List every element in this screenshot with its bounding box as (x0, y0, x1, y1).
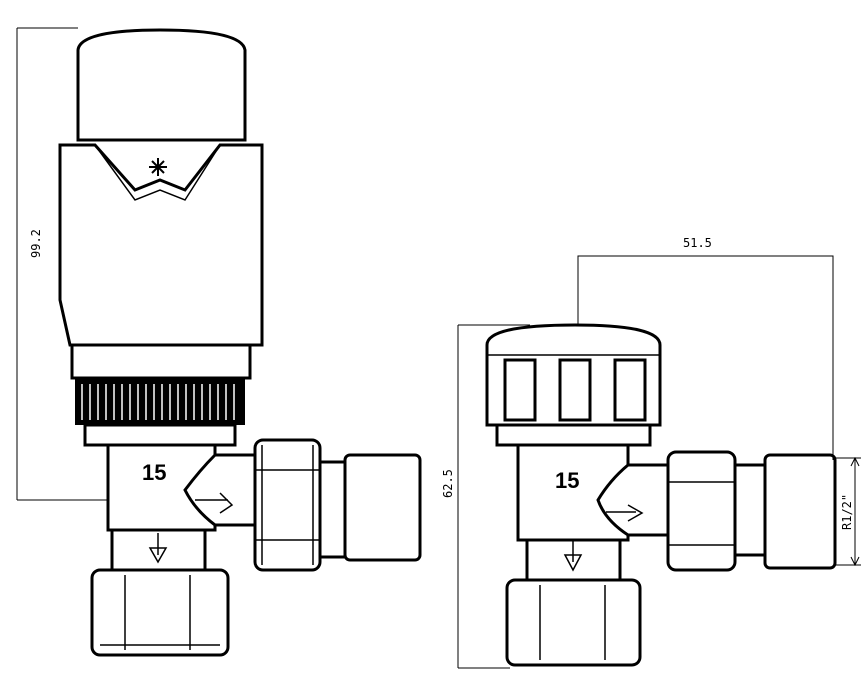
lockshield-valve: 15 (485, 323, 837, 667)
collar (495, 423, 652, 447)
tail-pipe (763, 453, 837, 570)
thermostatic-head (58, 143, 264, 347)
side-outlet (596, 463, 670, 537)
collar (83, 423, 237, 447)
bottom-nut (505, 578, 642, 667)
knurled-ring (75, 378, 245, 425)
head-band (70, 343, 252, 380)
size-label: 15 (555, 468, 579, 493)
flow-arrow-right (195, 492, 234, 514)
svg-text:62.5: 62.5 (441, 469, 455, 498)
hex-nut (666, 450, 737, 572)
thermostatic-cap (76, 28, 247, 142)
flow-arrow-down (563, 540, 583, 572)
flow-arrow-down (148, 533, 168, 564)
dimension-right-width: 51.5 (577, 236, 834, 460)
head-notch (94, 144, 221, 201)
size-label: 15 (142, 460, 166, 485)
dimension-thread: R1/2" (835, 456, 861, 567)
tail-pipe (343, 453, 422, 562)
flow-arrow-right (606, 504, 644, 522)
tail-thread (318, 460, 347, 559)
tail-thread (733, 463, 767, 557)
svg-text:51.5: 51.5 (683, 236, 712, 250)
svg-text:99.2: 99.2 (29, 229, 43, 258)
snowflake-icon (149, 158, 167, 176)
hex-nut (253, 438, 322, 572)
dimension-right-height: 62.5 (441, 324, 530, 669)
dimension-left-height: 99.2 (16, 27, 108, 501)
bottom-nut (90, 568, 230, 657)
side-outlet (183, 453, 257, 527)
thermostatic-valve: 15 (58, 28, 422, 657)
svg-text:R1/2": R1/2" (840, 494, 854, 530)
